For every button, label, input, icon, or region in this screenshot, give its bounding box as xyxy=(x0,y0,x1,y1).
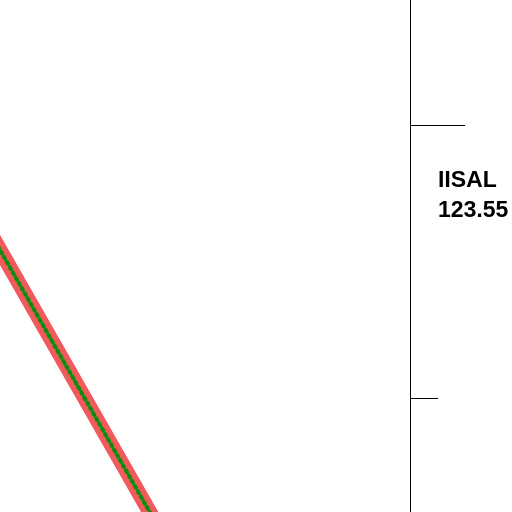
route-dots xyxy=(0,245,153,512)
route-casing[interactable] xyxy=(0,234,159,512)
sector-name-label: IISAL xyxy=(438,166,497,192)
sector-frequency-label: 123.55 xyxy=(438,196,509,222)
